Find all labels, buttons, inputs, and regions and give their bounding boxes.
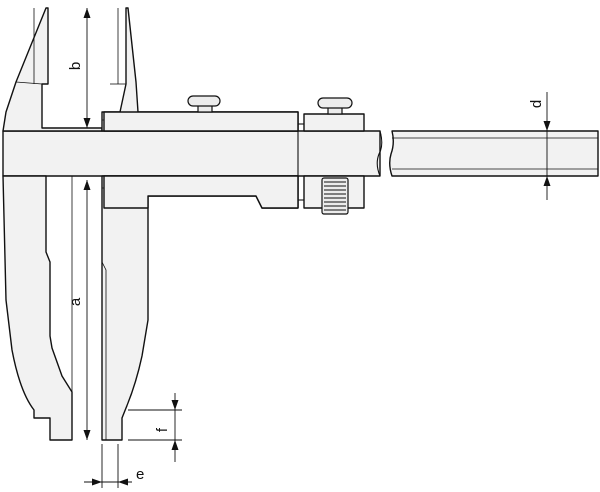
locking-screw-right	[317, 97, 353, 115]
fixed-lower-jaw	[2, 175, 73, 441]
locking-screw-left	[187, 95, 221, 113]
dimension-b: b	[67, 8, 91, 128]
dimension-f: f	[128, 393, 182, 462]
fine-adjust-unit	[298, 113, 365, 215]
beam-right-segment	[389, 130, 599, 177]
label-b: b	[67, 62, 84, 70]
label-a: a	[67, 297, 84, 306]
thumb-wheel	[321, 177, 349, 215]
dimension-e: e	[84, 444, 144, 488]
label-d: d	[528, 100, 545, 108]
slider-body	[103, 111, 299, 209]
label-e: e	[136, 466, 144, 483]
movable-lower-jaw	[101, 175, 299, 441]
main-beam	[2, 130, 383, 177]
knurl-lines	[324, 181, 346, 211]
dimension-a: a	[67, 180, 91, 440]
label-f: f	[154, 427, 171, 432]
dimension-d: d	[528, 92, 551, 200]
